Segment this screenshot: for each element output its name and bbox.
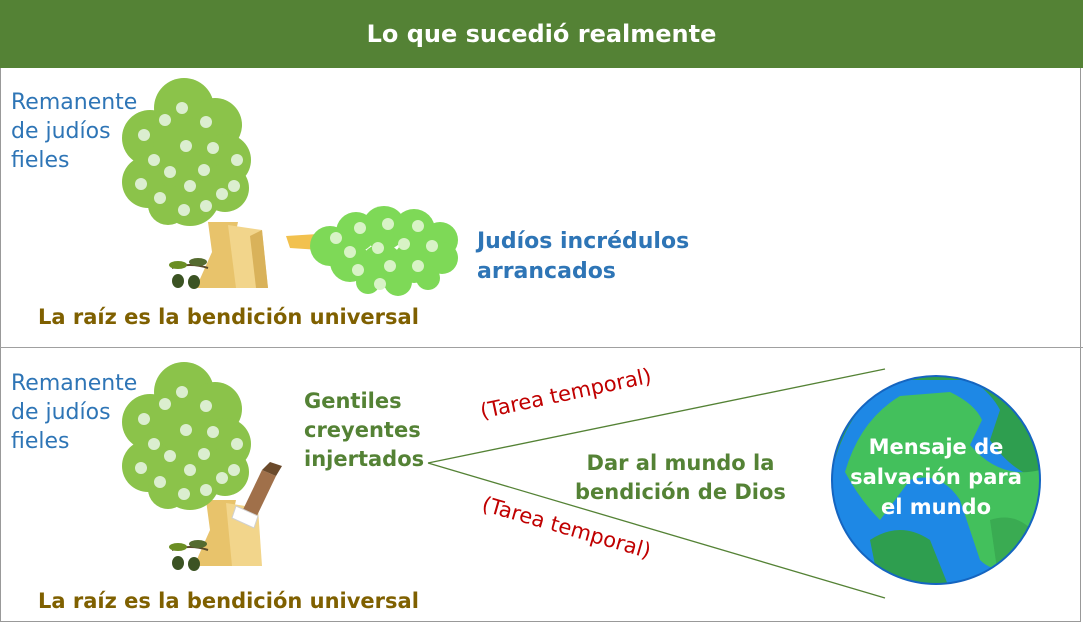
mission-line-2: bendición de Dios bbox=[575, 480, 786, 504]
top-remnant-line-1: Remanente bbox=[11, 90, 138, 115]
broken-branch-icon bbox=[286, 206, 458, 296]
broken-label-line-1: Judíos incrédulos bbox=[477, 229, 690, 254]
grafted-line-3: injertados bbox=[304, 447, 425, 471]
globe-line-1: Mensaje de bbox=[868, 435, 1004, 459]
mission-line-1: Dar al mundo la bbox=[586, 451, 775, 475]
panel-divider bbox=[0, 347, 1083, 348]
bottom-root-label: La raíz es la bendición universal bbox=[38, 589, 419, 613]
top-remnant-line-2: de judíos bbox=[11, 119, 111, 144]
grafted-line-1: Gentiles bbox=[304, 389, 402, 413]
bottom-remnant-line-1: Remanente bbox=[11, 371, 138, 396]
broken-label-line-2: arrancados bbox=[477, 259, 616, 284]
bottom-remnant-line-2: de judíos bbox=[11, 400, 111, 425]
top-remnant-line-3: fieles bbox=[11, 148, 70, 173]
header-title: Lo que sucedió realmente bbox=[366, 20, 717, 48]
olive-tree-icon bbox=[122, 362, 262, 566]
upper-mission-line bbox=[427, 368, 886, 464]
broken-branches-label: Judíos incrédulos arrancados bbox=[477, 227, 689, 287]
grafted-gentiles-label: Gentiles creyentes injertados bbox=[304, 387, 424, 474]
globe-message-label: Mensaje de salvación para el mundo bbox=[846, 432, 1026, 522]
grafted-line-2: creyentes bbox=[304, 418, 421, 442]
bottom-remnant-line-3: fieles bbox=[11, 429, 70, 454]
grafted-branch-icon bbox=[231, 462, 282, 529]
globe-icon bbox=[831, 375, 1041, 585]
top-root-label: La raíz es la bendición universal bbox=[38, 305, 419, 329]
header-banner: Lo que sucedió realmente bbox=[0, 0, 1083, 68]
olive-sprig-icon bbox=[169, 258, 209, 289]
mission-label: Dar al mundo la bendición de Dios bbox=[575, 449, 786, 507]
olive-sprig-icon bbox=[169, 540, 209, 571]
olive-tree-icon bbox=[122, 78, 268, 288]
top-remnant-label: Remanente de judíos fieles bbox=[11, 88, 137, 175]
globe-line-2: salvación para bbox=[850, 465, 1022, 489]
lower-mission-line bbox=[427, 462, 886, 599]
bottom-remnant-label: Remanente de judíos fieles bbox=[11, 369, 137, 456]
globe-line-3: el mundo bbox=[881, 495, 991, 519]
